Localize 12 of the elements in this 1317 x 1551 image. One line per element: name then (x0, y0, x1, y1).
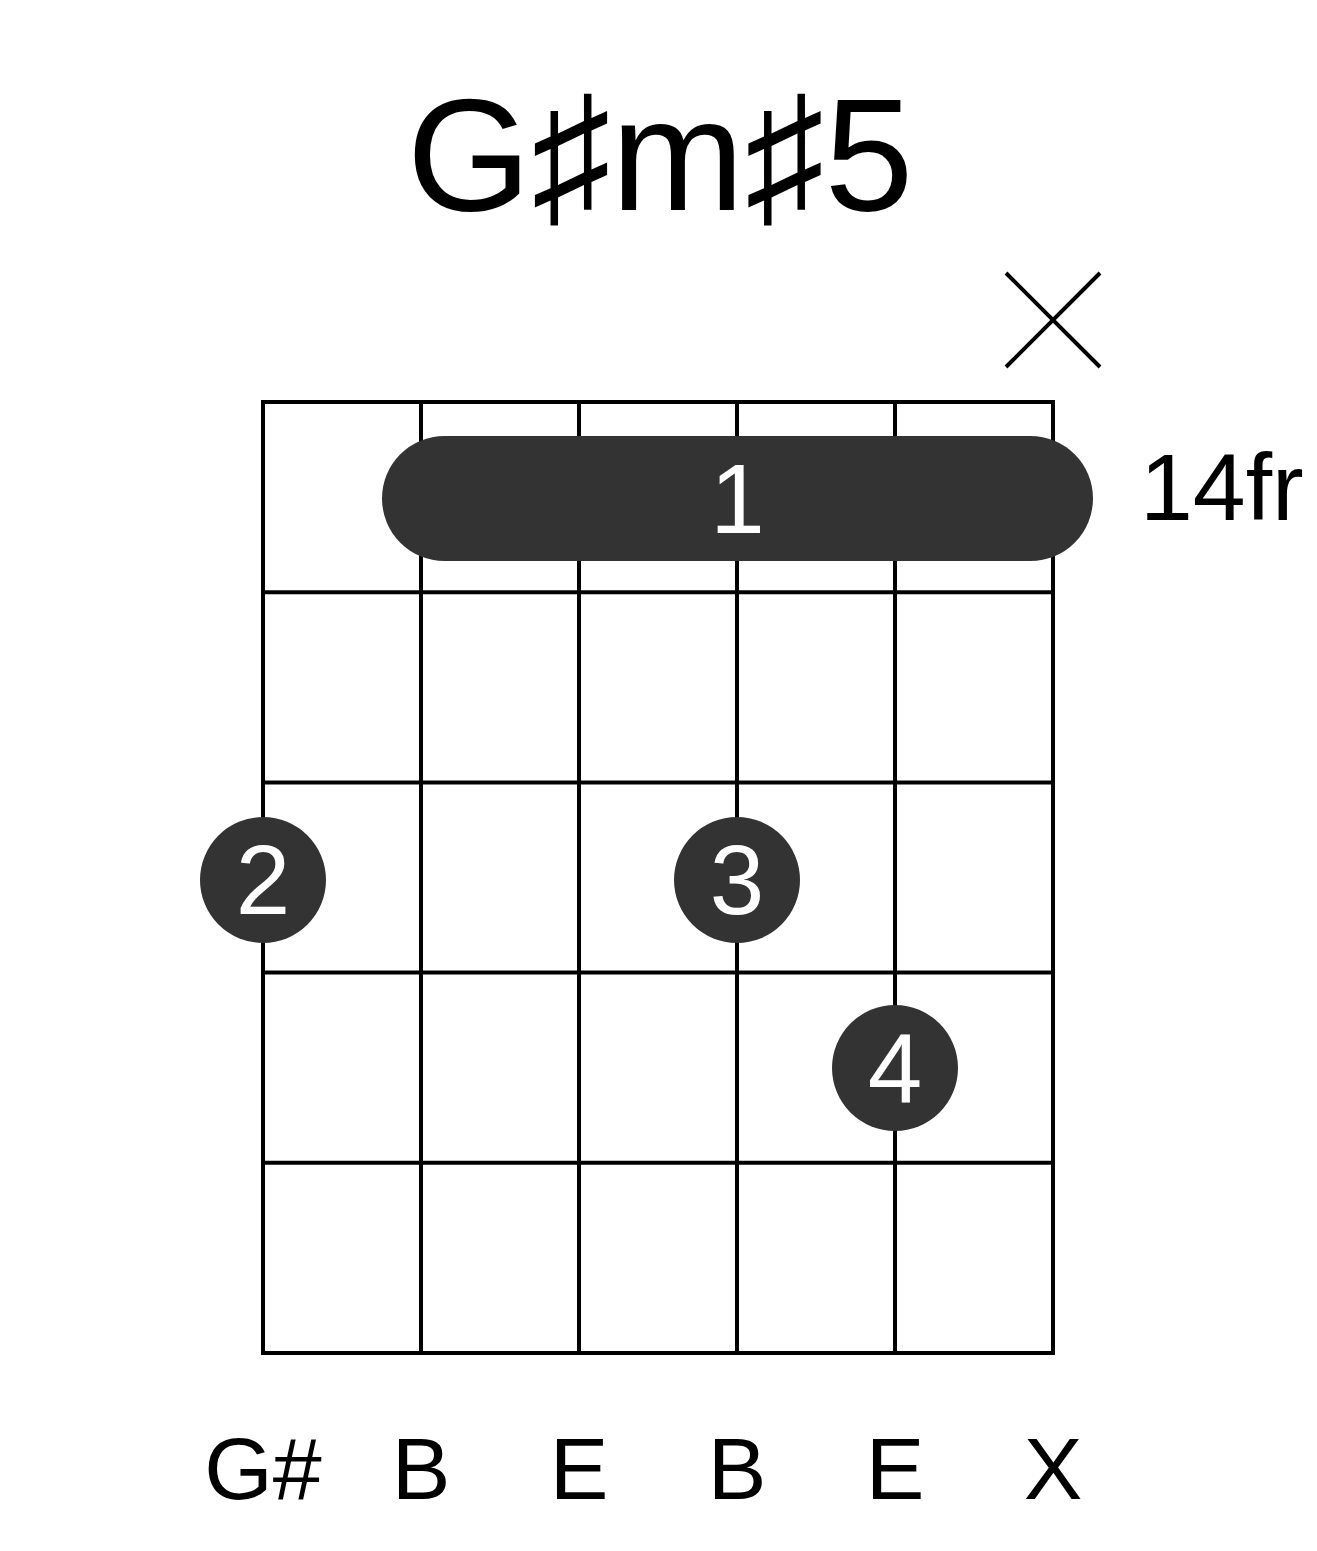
string-note: E (865, 1425, 925, 1513)
finger-number: 1 (710, 449, 765, 548)
finger-number: 2 (235, 831, 291, 929)
string-note: X (1023, 1425, 1083, 1513)
string-note: B (391, 1425, 451, 1513)
finger-number: 4 (867, 1019, 923, 1117)
finger-number: 3 (709, 831, 765, 929)
string-note: G# (204, 1425, 322, 1513)
chord-title: G♯m♯5 (406, 75, 914, 235)
string-note: B (707, 1425, 767, 1513)
fret-number: 14fr (1140, 440, 1304, 535)
string-note: E (549, 1425, 609, 1513)
